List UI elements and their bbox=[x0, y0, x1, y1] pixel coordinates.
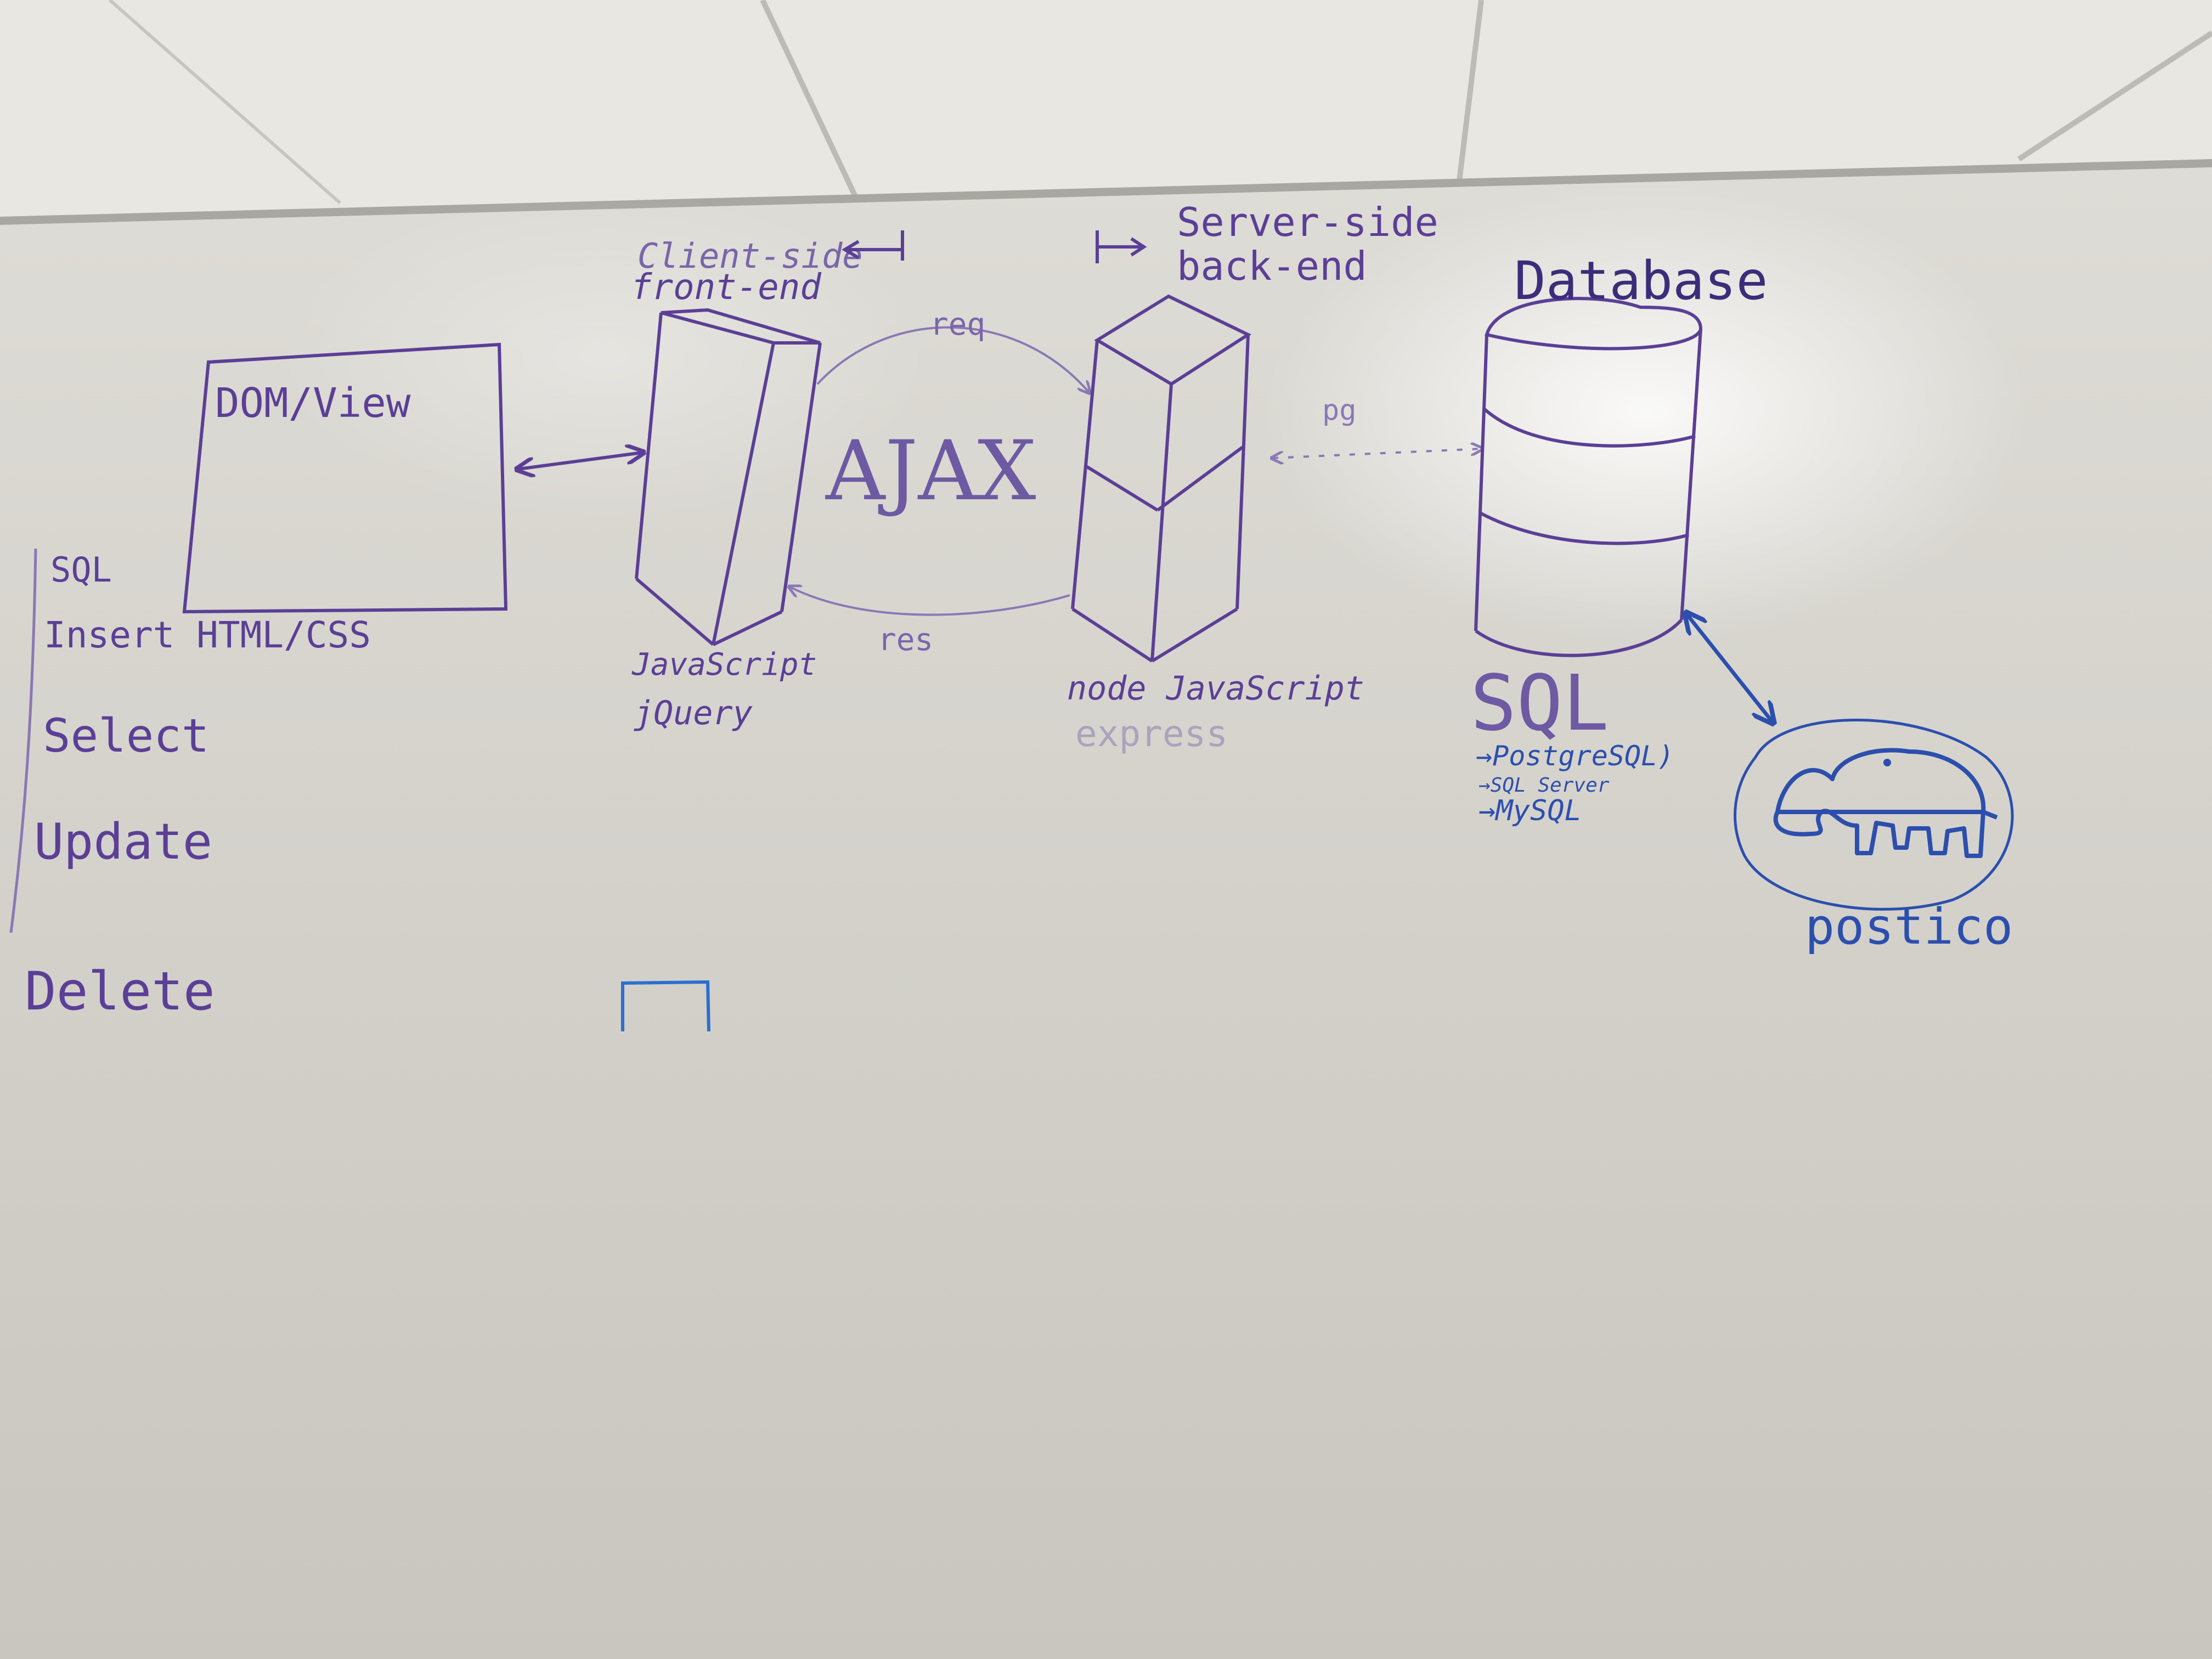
database-title: Database bbox=[1514, 250, 1768, 312]
client-column: Client-side front-end JavaScript jQuery bbox=[631, 230, 904, 732]
elephant-icon bbox=[1773, 748, 1998, 858]
sql-list-item-update: Update bbox=[34, 813, 212, 871]
postico-label: postico bbox=[1805, 898, 2013, 956]
res-label: res bbox=[878, 622, 933, 658]
dom-client-arrow bbox=[518, 453, 642, 469]
engine-sqlserver: →SQL Server bbox=[1479, 774, 1610, 797]
sql-label: SQL bbox=[1470, 659, 1609, 748]
dom-view-label: DOM/View bbox=[215, 380, 411, 427]
dom-view-box: DOM/View bbox=[182, 342, 508, 614]
sql-list-heading: SQL bbox=[50, 550, 112, 590]
db-postico-arrow bbox=[1687, 614, 1772, 721]
postico-logo: postico bbox=[1734, 719, 2014, 956]
sql-list-item-delete: Delete bbox=[25, 961, 215, 1022]
client-title-line1: Client-side bbox=[637, 236, 863, 276]
engine-mysql: →MySQL bbox=[1479, 794, 1582, 827]
ajax-label: AJAX bbox=[825, 424, 1036, 519]
client-arrow-icon bbox=[842, 230, 904, 261]
engine-postgresql: →PostgreSQL) bbox=[1476, 740, 1674, 772]
req-label: req bbox=[930, 307, 985, 342]
server-title-line1: Server-side bbox=[1177, 199, 1438, 245]
client-tech-line2: jQuery bbox=[634, 694, 753, 732]
client-title-line2: front-end bbox=[631, 267, 822, 308]
ajax-exchange: req res AJAX bbox=[790, 307, 1089, 658]
server-tech-line2: express bbox=[1075, 713, 1228, 755]
server-tech-line1: node JavaScript bbox=[1067, 669, 1364, 708]
client-tech-line1: JavaScript bbox=[631, 647, 817, 682]
pg-label: pg bbox=[1322, 394, 1357, 427]
blue-marker-doodle bbox=[621, 980, 710, 1032]
sql-list-item-select: Select bbox=[43, 709, 209, 763]
sql-commands-list: SQL Insert HTML/CSS Select Update Delete bbox=[9, 548, 371, 1022]
server-title-line2: back-end bbox=[1177, 243, 1367, 289]
sql-list-item-insert: Insert HTML/CSS bbox=[44, 614, 371, 656]
server-column: Server-side back-end node JavaScript exp… bbox=[1067, 199, 1438, 755]
database-cylinder: Database SQL →PostgreSQL) →SQL Server →M… bbox=[1470, 250, 1768, 827]
server-arrow-icon bbox=[1096, 230, 1147, 263]
pg-connection: pg bbox=[1273, 394, 1481, 458]
